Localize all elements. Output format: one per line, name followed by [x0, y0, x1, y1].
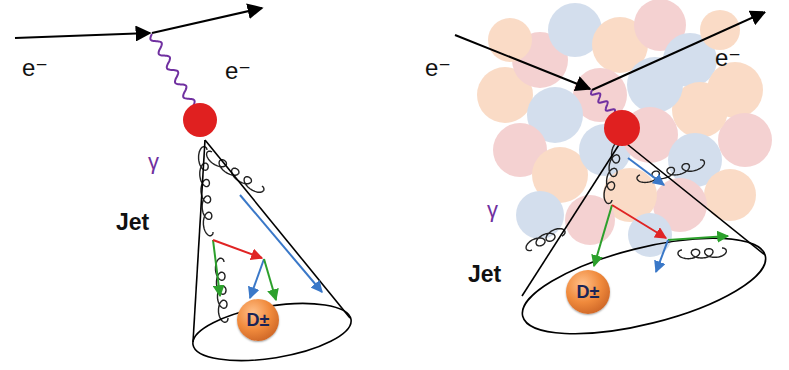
photon-label: γ: [148, 150, 159, 174]
boson-lines: [150, 34, 726, 322]
boson-line: [150, 34, 194, 106]
particle-label-text: e⁻: [225, 57, 251, 84]
meson-ball: D±: [237, 299, 279, 341]
electron-lines: [15, 8, 765, 90]
particle-label: e⁻: [425, 55, 451, 81]
photon-label-text: γ: [148, 149, 159, 174]
vertex-ball: [604, 110, 640, 146]
particle-label: e⁻: [225, 58, 251, 84]
particle-label: e⁻: [22, 55, 48, 81]
photon-label-text: γ: [487, 197, 498, 222]
jet-label-text: Jet: [116, 209, 149, 235]
parton-arrows: [213, 158, 728, 300]
jet-label: Jet: [468, 262, 501, 287]
jet-label: Jet: [116, 210, 149, 235]
boson-line: [678, 248, 726, 259]
jet-cones: [189, 140, 775, 370]
particle-label: e⁻: [715, 45, 741, 71]
boson-line: [207, 151, 264, 192]
photon-label: γ: [487, 198, 498, 222]
particle-label-text: e⁻: [22, 54, 48, 81]
boson-line: [526, 229, 565, 251]
particle-label-text: e⁻: [715, 44, 741, 71]
meson-label: D±: [577, 283, 600, 301]
particle-label-text: e⁻: [425, 54, 451, 81]
jet-label-text: Jet: [468, 261, 501, 287]
boson-line: [591, 90, 615, 114]
vertex-ball: [183, 103, 217, 137]
meson-label: D±: [247, 311, 270, 329]
meson-ball: D±: [566, 270, 610, 314]
boson-line: [604, 141, 622, 203]
medium-blobs: [477, 0, 772, 257]
